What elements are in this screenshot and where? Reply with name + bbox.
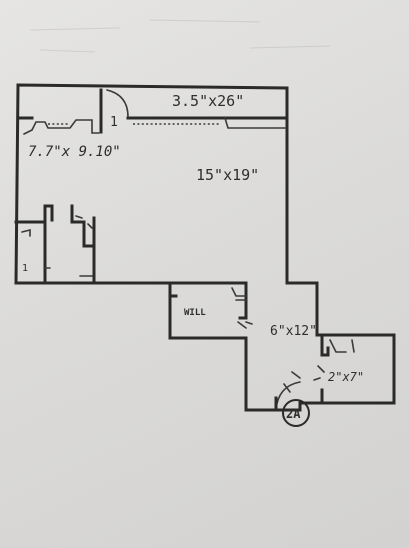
label-will-closet: WILL: [184, 308, 206, 318]
label-unit-marker: 2A: [286, 407, 301, 421]
label-main-room: 15"x19": [196, 166, 259, 184]
left-closet-wall: [14, 204, 96, 285]
label-hall: 6"x12": [270, 324, 317, 339]
label-small-room: 7.7"x 9.10": [28, 144, 121, 160]
small-room-ledge: [23, 119, 100, 135]
closet-door-swing: [106, 89, 129, 118]
door-tag-left-closet: 1: [22, 263, 28, 274]
left-closet-detail: [21, 215, 95, 277]
closet-corner-ledge: [224, 117, 287, 129]
unit-marker-circle: [282, 399, 310, 427]
bleed-through-marks: [29, 19, 331, 53]
will-closet-detail: [231, 287, 253, 329]
tiny-room-detail: [313, 339, 355, 381]
door-tag-closet: 1: [110, 115, 118, 130]
tiny-room-wall: [320, 333, 330, 405]
entry-door-detail: [283, 371, 301, 393]
label-closet-wide: 3.5"x26": [172, 92, 244, 110]
entry-door-swing: [275, 381, 301, 411]
label-tiny-room: 2"x7": [328, 370, 364, 384]
outer-wall: [14, 83, 396, 412]
will-closet-wall: [168, 281, 248, 320]
